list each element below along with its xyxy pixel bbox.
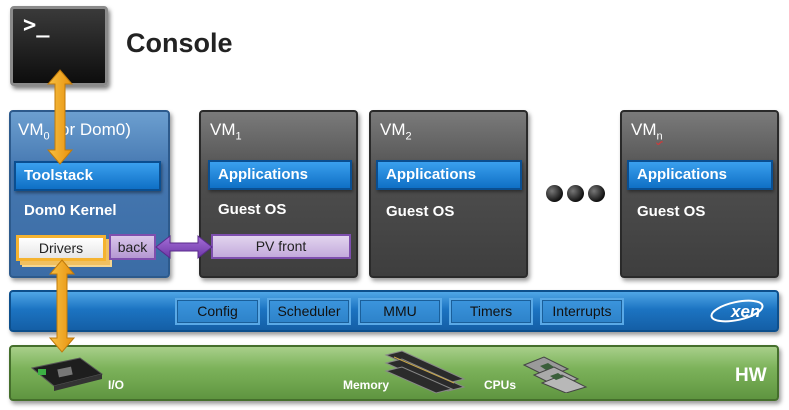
vm1-guest-os-label: Guest OS: [218, 201, 287, 218]
xen-interrupts-cell: Interrupts: [540, 298, 624, 325]
cpu-chips-icon: [522, 356, 588, 393]
vm1-applications-bar: Applications: [208, 160, 352, 190]
vm2-guest-os-label: Guest OS: [386, 203, 455, 220]
vm1-title: VM1: [210, 120, 242, 143]
toolstack-bar: Toolstack: [14, 161, 161, 191]
ellipsis-dot-1: [546, 185, 563, 202]
vmn-applications-bar: Applications: [627, 160, 773, 190]
xen-logo-icon: xen: [710, 299, 764, 323]
network-card-icon: [30, 357, 104, 391]
vm0-title: VM0 (or Dom0): [18, 120, 131, 143]
vm2-applications-bar: Applications: [376, 160, 522, 190]
xen-mmu-cell: MMU: [358, 298, 442, 325]
xen-hypervisor-bar: [9, 290, 779, 332]
ellipsis-dot-3: [588, 185, 605, 202]
console-toolstack-arrow: [46, 69, 74, 165]
drivers-hardware-arrow: [48, 259, 76, 353]
vm2-title: VM2: [380, 120, 412, 143]
xen-timers-cell: Timers: [449, 298, 533, 325]
hw-cpus-label: CPUs: [484, 378, 517, 392]
console-label: Console: [126, 28, 233, 58]
hw-memory-label: Memory: [343, 378, 390, 392]
xen-scheduler-cell: Scheduler: [267, 298, 351, 325]
console-prompt: >_: [23, 13, 50, 38]
hw-label: HW: [735, 365, 767, 386]
ellipsis-dot-2: [567, 185, 584, 202]
back-driver-box: back: [109, 234, 156, 260]
drivers-box: Drivers: [16, 235, 106, 261]
pv-front-box: PV front: [211, 234, 351, 259]
vmn-box: [620, 110, 779, 278]
vmn-title: VMn: [631, 120, 663, 143]
memory-modules-icon: [384, 350, 466, 394]
dom0-kernel-label: Dom0 Kernel: [24, 202, 117, 219]
hw-io-label: I/O: [108, 378, 125, 392]
xen-logo-text: xen: [730, 302, 760, 321]
xen-config-cell: Config: [175, 298, 260, 325]
vm2-box: [369, 110, 528, 278]
back-pvfront-arrow: [155, 234, 213, 260]
vmn-guest-os-label: Guest OS: [637, 203, 706, 220]
